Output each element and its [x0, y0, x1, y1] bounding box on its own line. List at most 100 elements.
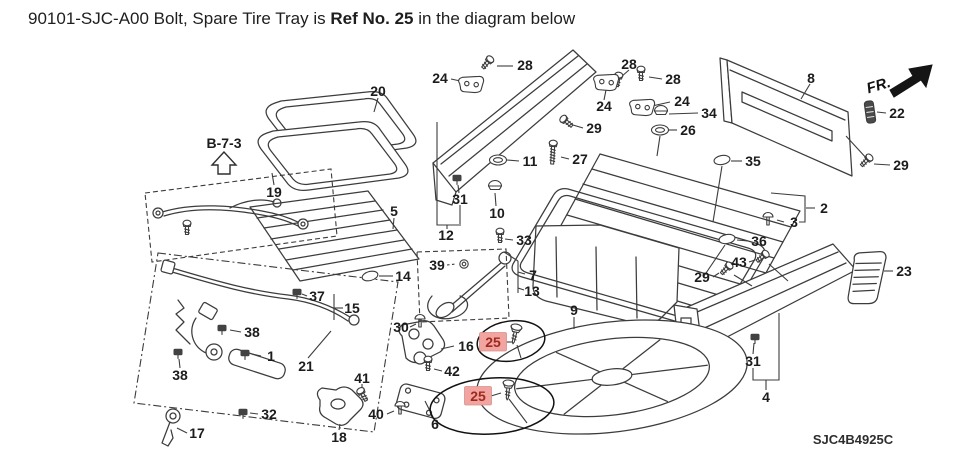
part-seal-ring-19: [257, 121, 409, 191]
ref-label-3: 3: [790, 214, 798, 230]
ref-label-17: 17: [189, 425, 205, 441]
ref-label-20: 20: [370, 83, 386, 99]
leader-line: [668, 112, 699, 115]
part-bolt-27: [548, 139, 558, 165]
ref-label-24: 24: [596, 98, 612, 114]
ref-label-4: 4: [762, 389, 770, 405]
ref-label-6: 6: [431, 416, 439, 432]
ref-number-text: 4: [762, 389, 770, 405]
leader-line: [373, 97, 379, 113]
part-clip-1: [240, 349, 250, 361]
ref-number-text: 10: [489, 205, 505, 221]
ref-label-2: 2: [820, 200, 828, 216]
ref-label-26: 26: [680, 122, 696, 138]
ref-label-38: 38: [172, 367, 188, 383]
ref-number-text: 7: [529, 267, 537, 283]
part-clip-38-top: [217, 324, 227, 336]
ref-number-text: 29: [586, 120, 602, 136]
leader-line: [572, 124, 584, 129]
ref-number-text: 29: [694, 269, 710, 285]
leader-line: [752, 313, 780, 381]
ref-number-text: 24: [432, 70, 448, 86]
ref-label-21: 21: [298, 358, 314, 374]
part-oval-14: [361, 270, 379, 282]
leader-line: [752, 342, 755, 355]
ref-label-24: 24: [432, 70, 448, 86]
ref-number-text: 9: [570, 302, 578, 318]
leader-line: [386, 410, 395, 415]
leader-line: [873, 163, 891, 166]
inset-ref-label: B-7-3: [206, 135, 241, 151]
ref-number-text: 23: [896, 263, 912, 279]
ref-label-29: 29: [893, 157, 909, 173]
ref-label-13: 13: [524, 283, 540, 299]
part-clip-31-right: [750, 333, 760, 345]
ref-label-12: 12: [438, 227, 454, 243]
fr-direction-arrow-icon: [889, 64, 933, 98]
ref-label-9: 9: [570, 302, 578, 318]
leader-line: [648, 76, 663, 80]
ref-number-text: 31: [745, 353, 761, 369]
leader-line: [508, 398, 528, 424]
ref-number-text: 2: [820, 200, 828, 216]
part-vent-23: [847, 251, 887, 305]
leader-line: [876, 111, 887, 114]
leader-line: [733, 274, 753, 287]
title-prefix: 90101-SJC-A00 Bolt, Spare Tire Tray is: [28, 9, 331, 28]
leader-lines: [176, 65, 893, 434]
hand-drawn-highlight-circles: [429, 319, 555, 436]
leader-line: [409, 323, 417, 328]
leader-line: [249, 412, 259, 415]
leader-line: [457, 184, 460, 194]
ref-label-40: 40: [368, 406, 384, 422]
leader-line: [251, 353, 262, 357]
ref-number-text: 34: [701, 105, 717, 121]
ref-label-7: 7: [529, 267, 537, 283]
ref-number-text: 40: [368, 406, 384, 422]
diagram-code: SJC4B4925C: [813, 432, 894, 447]
leader-line: [506, 159, 520, 162]
ref-label-18: 18: [331, 429, 347, 445]
ref-number-text: 18: [331, 429, 347, 445]
leader-line: [176, 427, 188, 434]
ref-number-text: 38: [244, 324, 260, 340]
leader-line: [494, 192, 497, 207]
ref-label-8: 8: [807, 70, 815, 86]
ref-number-text: 24: [596, 98, 612, 114]
ref-label-30: 30: [393, 319, 409, 335]
leader-line: [736, 239, 749, 242]
ref-label-22: 22: [889, 105, 905, 121]
ref-label-25-highlighted: 25: [464, 386, 492, 406]
part-pin-3: [762, 212, 774, 226]
dashed-boundary-boxes: [133, 168, 510, 433]
ref-label-11: 11: [523, 153, 538, 169]
part-bolt-33: [495, 227, 505, 244]
ref-label-19: 19: [266, 184, 282, 200]
part-bolt-41: [356, 386, 369, 402]
part-latch-16: [398, 320, 446, 365]
ref-number-text: 31: [452, 191, 468, 207]
leader-line: [516, 344, 522, 359]
ref-number-text: 26: [680, 122, 696, 138]
ref-number-text: 21: [298, 358, 314, 374]
leader-line: [845, 135, 869, 161]
leader-line: [776, 219, 785, 223]
ref-number-text: 41: [354, 370, 370, 386]
leader-line: [504, 238, 514, 241]
leader-line: [656, 135, 661, 157]
ref-label-10: 10: [489, 205, 505, 221]
ref-label-29: 29: [694, 269, 710, 285]
ref-label-43: 43: [731, 254, 747, 270]
ref-label-23: 23: [896, 263, 912, 279]
ref-number-text: 25: [485, 334, 501, 350]
part-bolt-29-mid: [719, 261, 734, 276]
dashed-box-2: [416, 248, 510, 323]
part-jack-7-13: [427, 251, 512, 320]
ref-number-text: 42: [444, 363, 460, 379]
part-key-cylinder-17: [161, 408, 181, 447]
part-cable-assembly-1: [160, 259, 360, 380]
ref-label-31: 31: [745, 353, 761, 369]
part-bolt-inset: [182, 219, 192, 236]
